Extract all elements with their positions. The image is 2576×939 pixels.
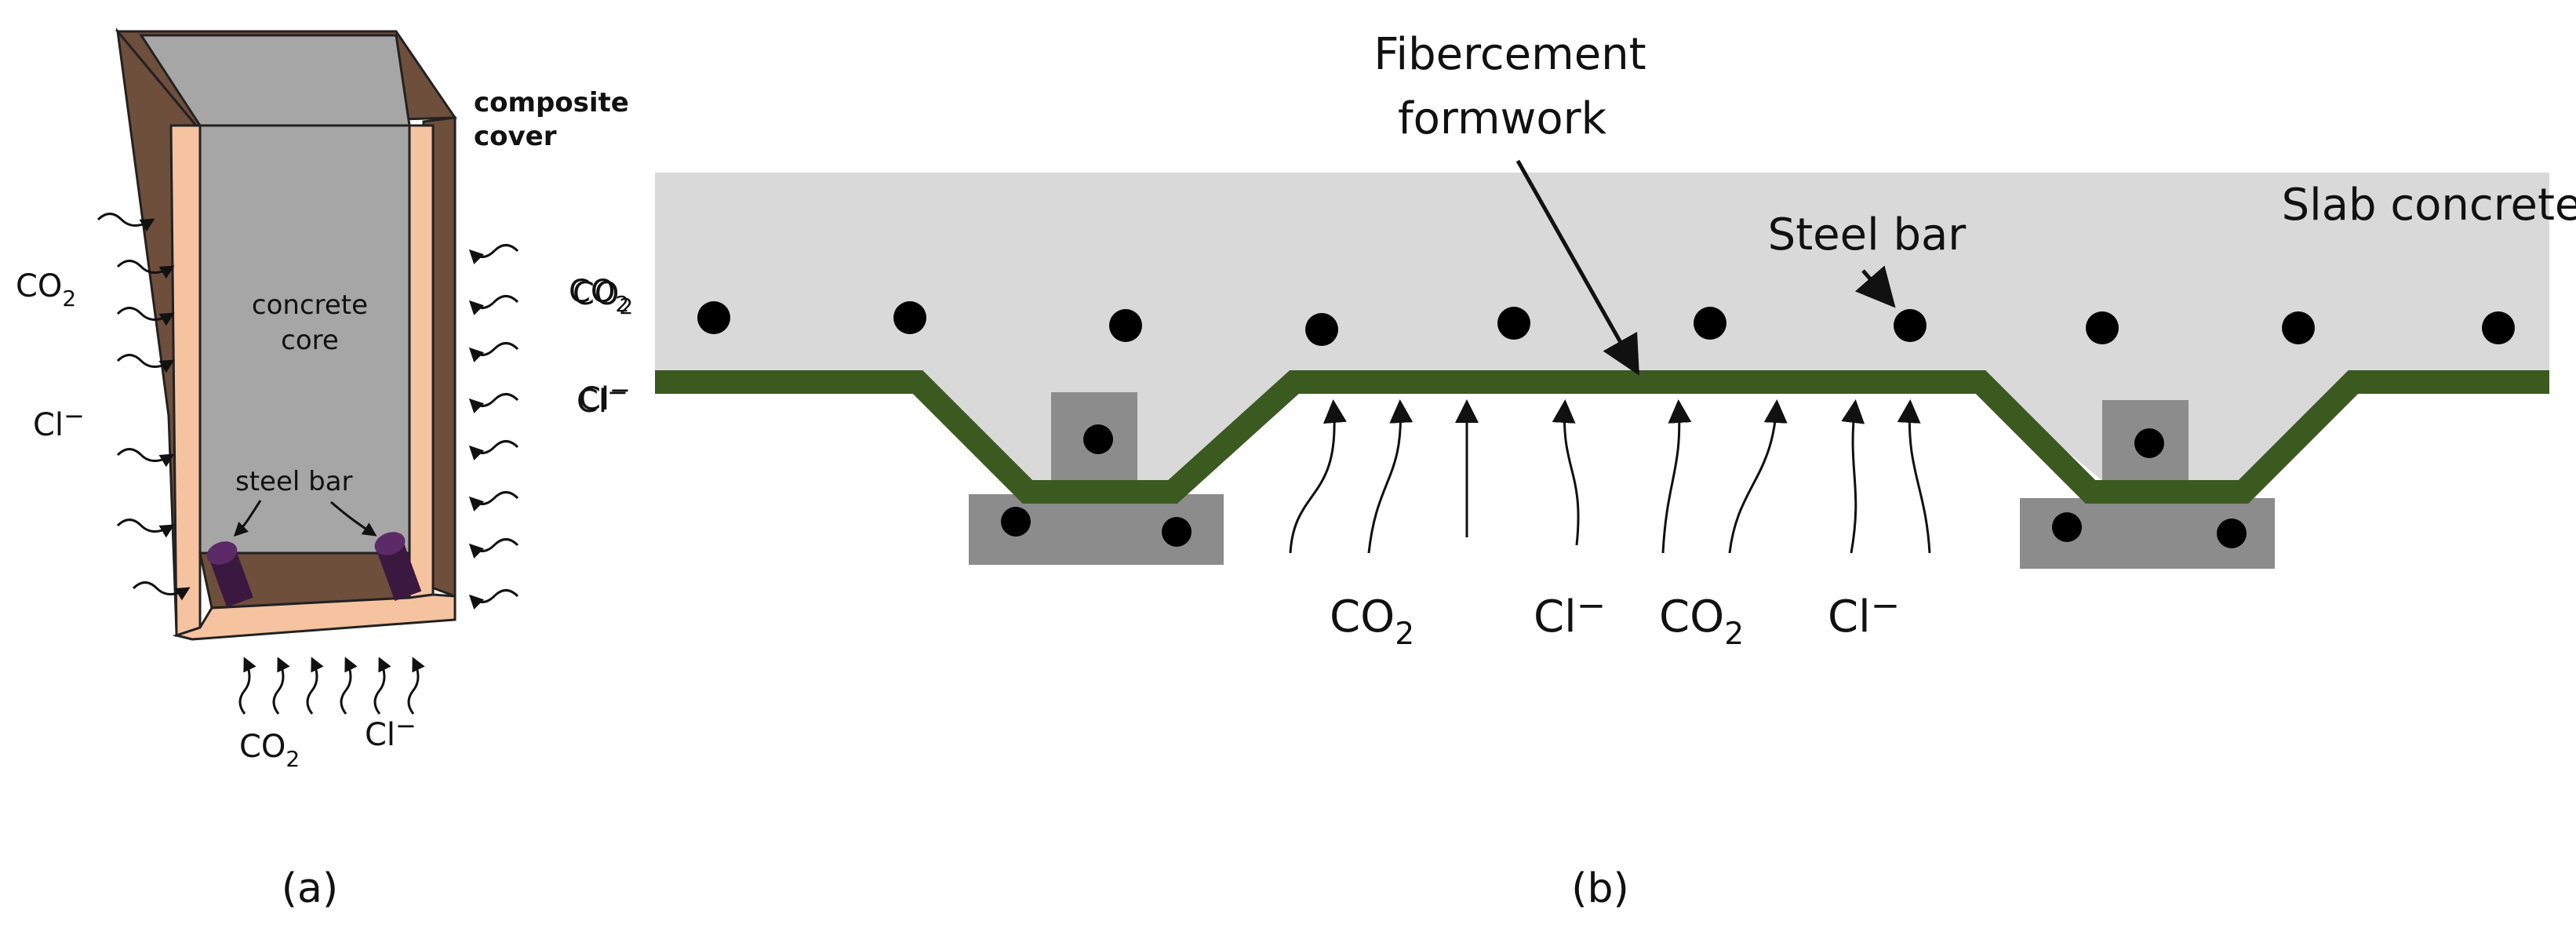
- steel-bar-arrow-left: [233, 500, 262, 537]
- steel-bar-dot: [2217, 519, 2247, 548]
- concrete-core-label-line2: core: [281, 325, 339, 356]
- steel-bar-dot: [1894, 309, 1927, 342]
- steel-bar-dot: [2482, 311, 2515, 344]
- composite-cover-label-line2: cover: [474, 121, 557, 152]
- panel-a-bottom-waves: [238, 657, 425, 715]
- panel-a-left-waves: [96, 213, 191, 601]
- concrete-core-top: [139, 34, 411, 127]
- panel-a-bottom-co2: CO2: [239, 729, 300, 772]
- panel-a-right-waves: [468, 244, 519, 610]
- steel-bars-b: [697, 301, 2515, 548]
- panel-a-left-cl: Cl−: [33, 401, 85, 443]
- panel-a-right-cl: Cl−: [577, 377, 628, 420]
- slab-concrete-label: Slab concrete: [2282, 180, 2576, 231]
- steel-bar-label-b: Steel bar: [1768, 209, 1967, 260]
- panel-a-caption: (a): [282, 865, 338, 912]
- steel-bar-dot: [1162, 517, 1192, 547]
- steel-bar-dot: [2134, 428, 2164, 458]
- panel-a: composite cover concrete core steel bar: [16, 27, 629, 912]
- steel-bar-arrow-right: [330, 500, 377, 537]
- steel-bar-dot: [2086, 311, 2119, 344]
- panel-b-bottom-co2-1: CO2: [1330, 591, 1414, 652]
- steel-bar-dot: [893, 301, 926, 334]
- composite-cover-inner-left: [169, 124, 202, 638]
- steel-bar-dot: [697, 301, 730, 334]
- steel-bar-label-a: steel bar: [235, 466, 353, 497]
- panel-b-left-cl: Cl−: [579, 375, 631, 417]
- formwork-label-line1: Fibercement: [1374, 29, 1646, 80]
- composite-cover-bottom: [172, 593, 457, 641]
- concrete-core-label-line1: concrete: [252, 289, 368, 321]
- steel-bar-dot: [1497, 307, 1530, 340]
- steel-bar-dot: [1305, 313, 1338, 346]
- steel-bar-dot: [1001, 507, 1031, 537]
- composite-cover-inner-right: [408, 124, 435, 599]
- panel-b: Fibercement formwork Slab concrete Steel…: [573, 29, 2576, 912]
- panel-a-right-co2: CO2: [569, 274, 629, 317]
- panel-b-bottom-cl-2: Cl−: [1828, 584, 1900, 642]
- steel-bar-left: [206, 541, 253, 608]
- panel-b-bottom-co2-2: CO2: [1659, 591, 1744, 652]
- panel-a-left-co2: CO2: [16, 268, 76, 311]
- steel-bar-arrow-b: [1854, 265, 1896, 308]
- panel-a-bottom-cl: Cl−: [365, 711, 417, 753]
- steel-bar-dot: [2052, 512, 2082, 542]
- steel-bar-dot: [2282, 311, 2315, 344]
- formwork-label-line2: formwork: [1398, 93, 1607, 144]
- panel-b-bottom-cl-1: Cl−: [1534, 584, 1606, 642]
- steel-bar-dot: [1694, 307, 1726, 340]
- formwork-arrow: [1515, 159, 1639, 376]
- beam-left: [969, 392, 1224, 565]
- panel-b-bottom-arrows: [1289, 399, 1931, 554]
- steel-bar-dot: [1083, 424, 1113, 454]
- steel-bar-dot: [1109, 309, 1142, 342]
- composite-cover-label-line1: composite: [474, 87, 629, 118]
- steel-bar-right: [374, 532, 422, 601]
- panel-b-caption: (b): [1571, 865, 1629, 912]
- fibercement-formwork: [655, 370, 2549, 504]
- panel-b-left-co2: CO2: [573, 276, 633, 319]
- slab-concrete-body: [655, 173, 2549, 490]
